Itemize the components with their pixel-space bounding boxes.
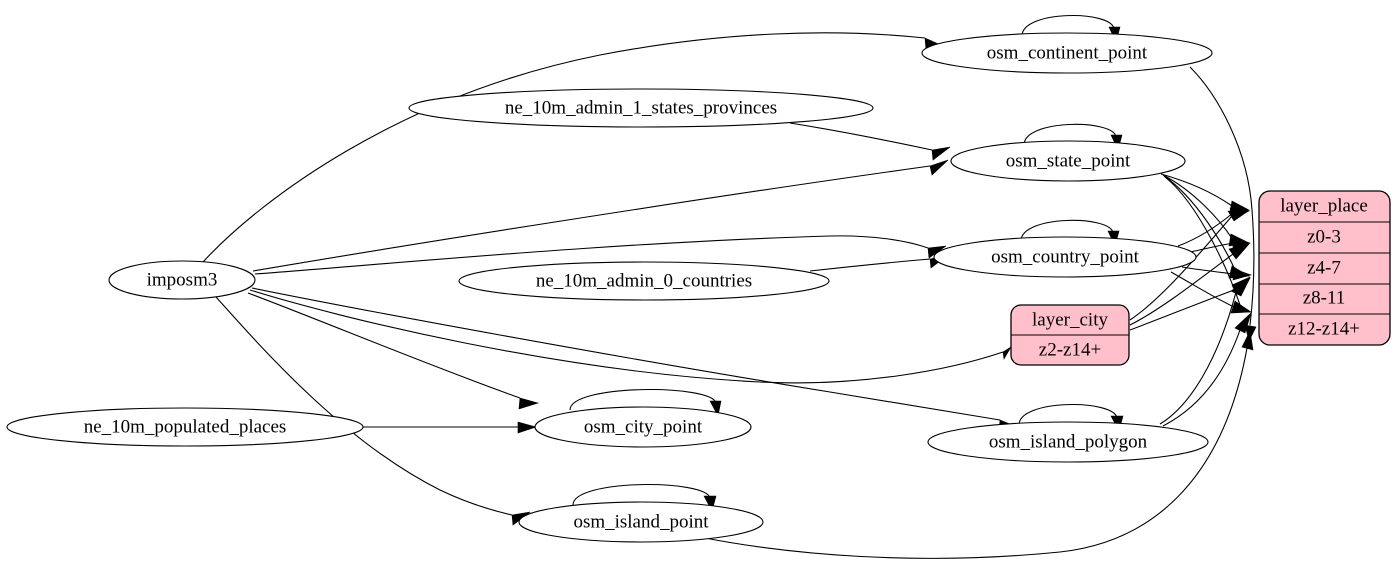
node-imposm3[interactable]: imposm3 [108,260,256,300]
edge-imposm3-to-osm-island-polygon [251,287,1001,421]
node-layer-city[interactable]: layer_city z2-z14+ [1010,304,1130,366]
node-ne-10m-populated-places[interactable]: ne_10m_populated_places [6,407,364,447]
arrowhead-city-z0 [1227,210,1249,222]
edge-osm-island-polygon-to-z12-z14 [1162,329,1241,427]
node-layer: imposm3 ne_10m_admin_1_states_provinces … [6,32,1391,543]
edge-imposm3-to-layer-city [249,289,1004,384]
arrowhead-island-polygon-z12 [1234,312,1252,334]
edge-osm-country-point-to-z0-3 [1177,212,1234,247]
selfloop-osm-city-point [569,389,717,411]
node-osm-country-point[interactable]: osm_country_point [933,236,1197,278]
edge-imposm3-to-osm-country-point [254,235,929,275]
edge-imposm3-to-osm-state-point [252,165,931,272]
edge-osm-state-point-to-z8-11 [1163,175,1237,273]
edge-osm-state-point-to-z12-z14 [1164,176,1241,306]
node-layer-place[interactable]: layer_place z0-3 z4-7 z8-11 z12-z14+ [1258,190,1391,346]
selfloop-osm-state-point [1023,123,1117,146]
edge-osm-island-point-to-z12-z14 [699,347,1248,559]
selfloop-osm-continent-point [1021,15,1115,37]
selfloop-osm-island-point [572,484,711,506]
edge-layer-city-to-z0-3 [1129,215,1233,321]
arrowhead-island-point-z12 [1241,330,1254,351]
edge-imposm3-to-osm-continent-point [202,32,926,263]
edge-imposm3-to-osm-island-point [215,296,513,516]
selfloop-osm-country-point [1020,219,1114,242]
edge-osm-continent-point-to-z12 [1189,66,1255,326]
edge-osm-country-point-to-z4-7 [1189,242,1235,253]
selfloop-osm-island-polygon [1018,404,1118,426]
arrowhead-city-z4 [1228,243,1250,260]
edge-ne-countries-to-osm-country-point [809,258,931,272]
node-ne-10m-admin-1-states-provinces[interactable]: ne_10m_admin_1_states_provinces [408,88,874,128]
arrowhead-island-polygon-z8 [1230,277,1251,297]
edge-layer-city-to-z4-7 [1129,253,1234,326]
node-osm-state-point[interactable]: osm_state_point [950,140,1186,182]
edge-osm-state-point-to-z4-7 [1162,174,1234,241]
arrowhead-imposm3-layer-city [1002,346,1012,360]
edge-osm-country-point-to-z12-z14 [1170,271,1235,308]
edge-osm-state-point-to-z0-3 [1160,173,1233,207]
node-ne-10m-admin-0-countries[interactable]: ne_10m_admin_0_countries [458,261,830,301]
arrowhead-ne-places-osm-city-point [517,421,538,434]
arrowhead-imposm3-osm-state-point [929,159,949,176]
arrowhead-imposm3-osm-city-point [518,397,540,410]
edge-imposm3-to-osm-city-point [247,292,521,399]
node-osm-city-point[interactable]: osm_city_point [534,406,752,448]
arrowhead-country-z8 [1232,268,1252,281]
edge-layer-city-to-z8-11 [1129,289,1235,331]
edge-ne-states-to-osm-state-point [789,122,933,151]
node-osm-island-point[interactable]: osm_island_point [518,501,764,543]
node-osm-continent-point[interactable]: osm_continent_point [921,32,1213,74]
arrowhead-ne-states-osm-state-point [931,146,951,161]
arrowhead-country-z12 [1231,301,1252,313]
edge-osm-island-polygon-to-z8-11 [1159,291,1237,425]
node-osm-island-polygon[interactable]: osm_island_polygon [927,421,1209,463]
